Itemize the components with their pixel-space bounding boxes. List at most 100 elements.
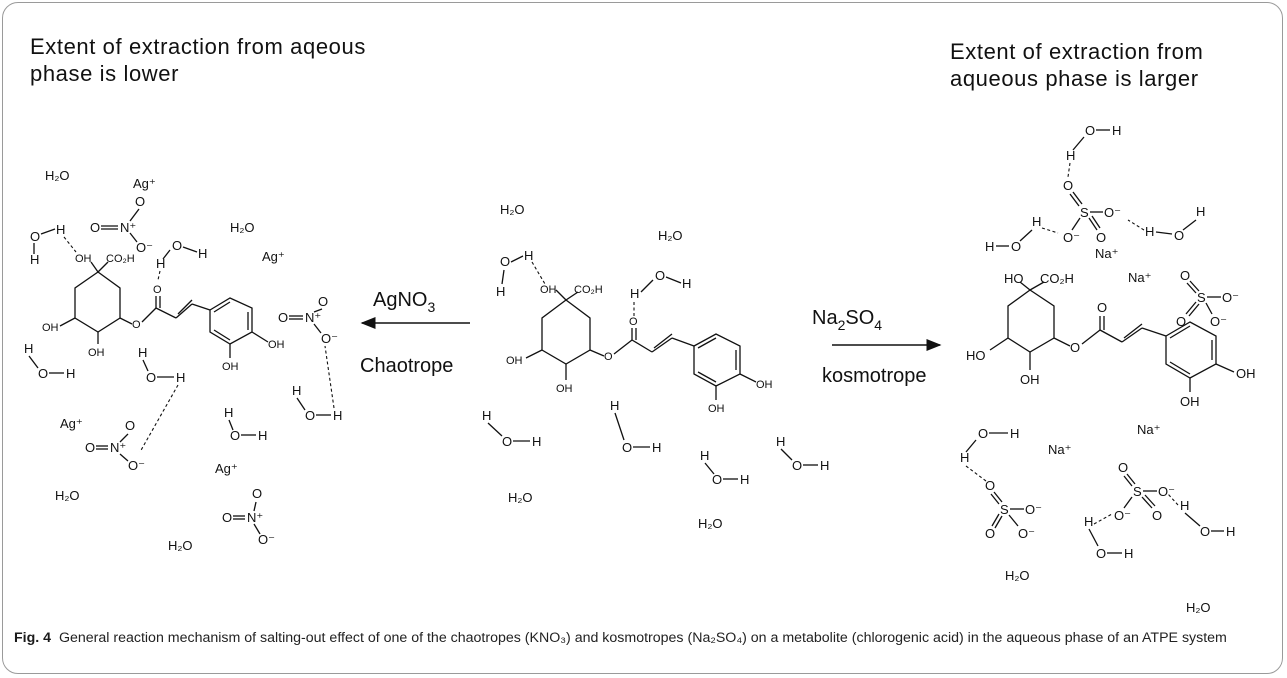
svg-text:O: O [125, 418, 135, 433]
svg-text:O: O [1118, 460, 1128, 475]
svg-text:O: O [655, 268, 665, 283]
svg-text:O: O [1070, 340, 1080, 355]
svg-text:H: H [1066, 148, 1075, 163]
svg-text:AgNO3: AgNO3 [373, 289, 435, 315]
svg-text:H: H [1226, 524, 1235, 539]
svg-text:O: O [1096, 546, 1106, 561]
sodium-ion: Na⁺ [1095, 246, 1118, 261]
water-molecule: H₂O [698, 516, 723, 531]
figure-label: Fig. 4 [14, 630, 52, 646]
svg-text:H: H [176, 370, 185, 385]
svg-text:HO: HO [966, 348, 986, 363]
svg-text:H: H [1196, 204, 1205, 219]
svg-text:O: O [30, 229, 40, 244]
svg-text:O: O [146, 370, 156, 385]
svg-text:N⁺: N⁺ [247, 510, 263, 525]
water-molecule: H₂O [1186, 600, 1211, 615]
svg-text:O: O [1180, 268, 1190, 283]
sodium-ion: Na⁺ [1137, 422, 1160, 437]
svg-text:OH: OH [1236, 366, 1256, 381]
svg-text:OH: OH [556, 383, 573, 395]
svg-text:H: H [532, 434, 541, 449]
nitrate-ion: O O N⁺ O⁻ [278, 294, 338, 346]
svg-text:OH: OH [708, 403, 725, 415]
heading-right: Extent of extraction from aqueous phase … [950, 39, 1204, 91]
svg-text:OH: OH [42, 322, 59, 334]
svg-text:CO₂H: CO₂H [1040, 271, 1074, 286]
svg-text:O: O [1097, 300, 1107, 315]
svg-text:O⁻: O⁻ [1025, 502, 1042, 517]
svg-text:H: H [524, 248, 533, 263]
svg-text:N⁺: N⁺ [120, 220, 136, 235]
svg-text:O: O [172, 238, 182, 253]
chlorogenic-acid-left: OH CO₂H OH OH O O OH OH [42, 253, 285, 373]
svg-text:O: O [604, 351, 613, 363]
silver-ion: Ag⁺ [60, 416, 83, 431]
svg-text:O: O [1200, 524, 1210, 539]
reaction-scheme: H₂O H₂O H₂O H₂O Ag⁺ Ag⁺ Ag⁺ Ag⁺ O O N⁺ O… [24, 123, 1256, 615]
svg-text:H: H [1112, 123, 1121, 138]
svg-text:OH: OH [1020, 372, 1040, 387]
water-molecule: H₂O [500, 202, 525, 217]
svg-text:O⁻: O⁻ [1114, 508, 1131, 523]
svg-text:OH: OH [88, 347, 105, 359]
svg-text:H: H [1084, 514, 1093, 529]
svg-text:O: O [500, 254, 510, 269]
silver-ion: Ag⁺ [133, 176, 156, 191]
water-molecule: H₂O [230, 220, 255, 235]
svg-text:O: O [1011, 239, 1021, 254]
svg-text:H: H [960, 450, 969, 465]
sulfate-ion: O S O⁻ O⁻ O [1114, 460, 1175, 523]
svg-text:H: H [292, 383, 301, 398]
svg-text:H: H [333, 408, 342, 423]
svg-text:O⁻: O⁻ [136, 240, 153, 255]
svg-text:O: O [135, 194, 145, 209]
svg-text:H: H [24, 341, 33, 356]
svg-text:O: O [1174, 228, 1184, 243]
silver-ion: Ag⁺ [262, 249, 285, 264]
water-molecule: H₂O [508, 490, 533, 505]
heading-left: Extent of extraction from aqeous phase i… [30, 34, 366, 86]
svg-text:H: H [138, 345, 147, 360]
svg-text:H: H [156, 256, 165, 271]
svg-text:H: H [652, 440, 661, 455]
water-molecule: H₂O [658, 228, 683, 243]
svg-text:H: H [198, 246, 207, 261]
bound-water: H O H [292, 345, 342, 423]
svg-text:O: O [1085, 123, 1095, 138]
svg-text:CO₂H: CO₂H [574, 284, 603, 296]
sulfate-ion: O S O⁻ O⁻ O [1063, 178, 1121, 245]
svg-text:Chaotrope: Chaotrope [360, 355, 453, 377]
svg-text:H: H [258, 428, 267, 443]
svg-text:kosmotrope: kosmotrope [822, 365, 927, 387]
bound-water: O H H [156, 238, 207, 281]
svg-text:O: O [153, 284, 162, 296]
svg-text:OH: OH [1180, 394, 1200, 409]
svg-text:O: O [252, 486, 262, 501]
svg-text:O⁻: O⁻ [321, 331, 338, 346]
svg-text:OH: OH [268, 339, 285, 351]
svg-text:OH: OH [75, 253, 92, 265]
svg-text:O⁻: O⁻ [1210, 314, 1227, 329]
bound-water: H O H [30, 222, 77, 267]
svg-text:O: O [85, 440, 95, 455]
sodium-ion: Na⁺ [1048, 442, 1071, 457]
svg-text:H: H [1180, 498, 1189, 513]
svg-text:H: H [740, 472, 749, 487]
svg-text:H: H [56, 222, 65, 237]
svg-text:O: O [502, 434, 512, 449]
svg-text:O: O [1176, 314, 1186, 329]
chlorogenic-acid-right: HO CO₂H HO OH O O OH OH [966, 271, 1256, 409]
svg-text:S: S [1133, 484, 1142, 499]
svg-text:O: O [38, 366, 48, 381]
svg-text:H: H [496, 284, 505, 299]
svg-text:OH: OH [222, 361, 239, 373]
figure-caption: Fig. 4 General reaction mechanism of sal… [14, 628, 1254, 648]
sodium-ion: Na⁺ [1128, 270, 1151, 285]
sulfate-ion: O S O⁻ O O⁻ [985, 478, 1042, 541]
svg-text:O: O [278, 310, 288, 325]
svg-text:N⁺: N⁺ [110, 440, 126, 455]
svg-text:H: H [1010, 426, 1019, 441]
chaotrope-arrow: AgNO3 Chaotrope [360, 289, 470, 377]
